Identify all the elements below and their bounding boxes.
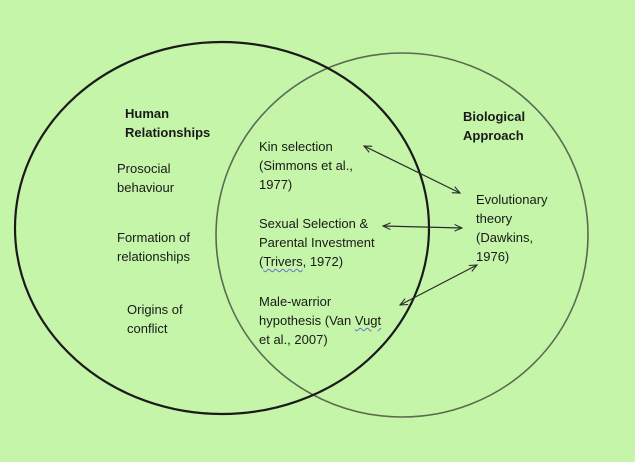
biological-approach-circle [215,52,589,418]
overlap-item-kin-selection: Kin selection (Simmons et al., 1977) [259,139,353,192]
overlap-item-male-warrior: Male-warrior hypothesis (Van Vugt et al.… [259,294,382,347]
left-item-prosocial: Prosocial behaviour [117,161,175,195]
left-item-formation: Formation of relationships [117,230,190,264]
left-item-origins: Origins of conflict [127,302,183,336]
overlap-item-sexual-selection: Sexual Selection & Parental Investment (… [259,216,375,269]
human-relationships-title: Human Relationships [125,106,211,140]
arrow-male-warrior [400,265,477,305]
evolutionary-theory-label: Evolutionary theory (Dawkins, 1976) [476,192,548,264]
arrow-sexual-selection [383,226,462,228]
arrow-kin-selection [364,146,460,193]
biological-approach-title: Biological Approach [463,109,526,143]
